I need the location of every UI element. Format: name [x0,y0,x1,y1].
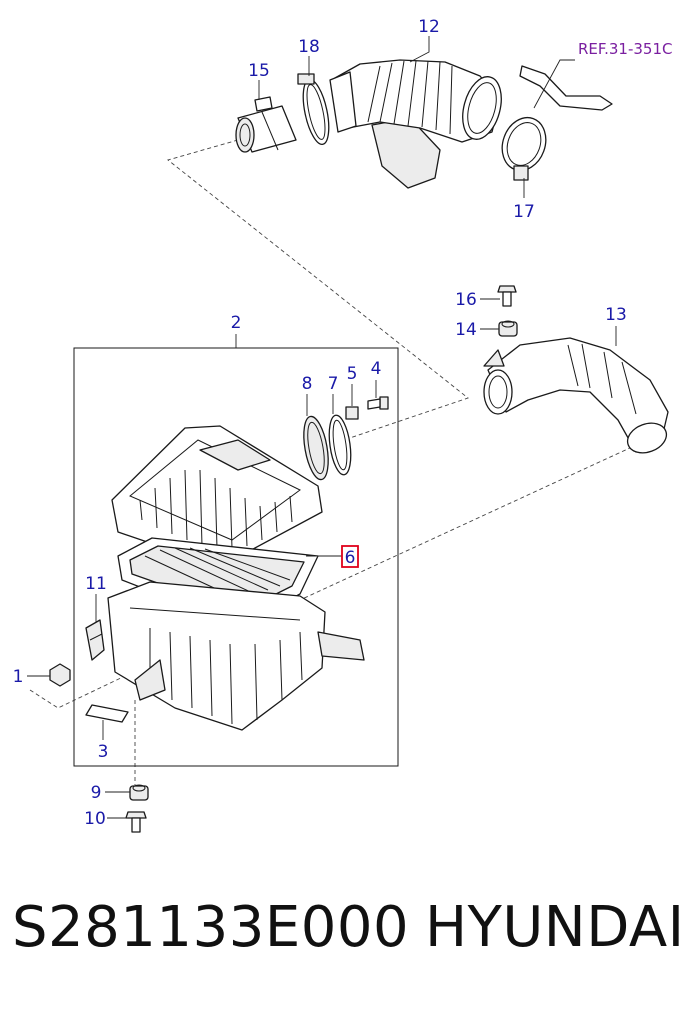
callout-14[interactable]: 14 [455,320,477,340]
callout-11[interactable]: 11 [85,574,107,594]
callout-12[interactable]: 12 [418,17,440,37]
assembly-line-left [29,664,149,709]
parts-diagram: 12 18 15 17 16 14 13 2 8 7 5 4 6 11 1 3 … [13,17,673,833]
air-duct-part [483,337,669,454]
seal-8-part [303,415,329,481]
nut-1-part [49,663,71,687]
reference-label[interactable]: REF.31-351C [578,40,673,58]
caption-bar: S281133E000 HYUNDAI [0,895,697,985]
callout-16[interactable]: 16 [455,290,477,310]
callout-4[interactable]: 4 [371,359,382,379]
air-cleaner-body-part [107,581,365,731]
leader-12 [409,36,430,63]
screw-4-part [367,396,389,410]
callout-15[interactable]: 15 [248,61,270,81]
callout-6-highlight-box [341,545,359,568]
bracket-11-part [85,619,105,661]
intake-hose-part [329,59,502,189]
grommet-9-part [129,784,149,801]
breather-hose-ref-part [519,59,613,111]
callout-6[interactable]: 6 [345,548,356,568]
assembly-line-right [299,446,633,601]
callout-3[interactable]: 3 [98,742,109,762]
callout-9[interactable]: 9 [91,783,102,803]
callout-17[interactable]: 17 [513,202,535,222]
part-number: S281133E000 [12,895,410,960]
callout-18[interactable]: 18 [298,37,320,57]
callout-1[interactable]: 1 [13,667,24,687]
callout-7[interactable]: 7 [328,374,339,394]
label-3-part [85,704,129,723]
bolt-16-part [497,285,517,307]
callout-10[interactable]: 10 [84,809,106,829]
callout-8[interactable]: 8 [302,374,313,394]
bolt-10-part [125,811,147,833]
callout-5[interactable]: 5 [347,364,358,384]
callout-2[interactable]: 2 [231,313,242,333]
air-flow-sensor-part [235,96,297,153]
callout-13[interactable]: 13 [605,305,627,325]
gasket-7-part [328,414,352,476]
nut-5-part [345,406,359,420]
hose-clamp-part [297,73,330,146]
brand-name: HYUNDAI [425,895,685,960]
hose-clamp-right-part [501,116,547,181]
assembly-line-upper [167,139,469,444]
grommet-14-part [498,320,518,337]
